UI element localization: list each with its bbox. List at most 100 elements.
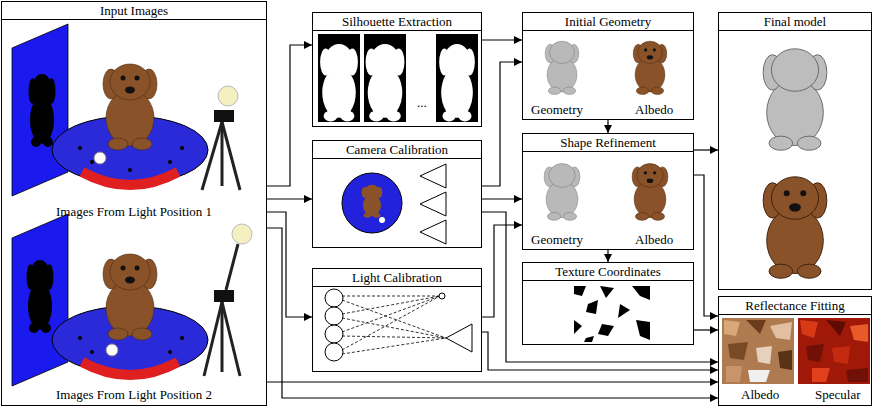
silhouette-images [439, 44, 475, 121]
input-photo-1 [222, 122, 240, 190]
flow-arrow [482, 198, 522, 199]
flow-arrow [482, 225, 522, 317]
panel-header: Light Calibration [313, 269, 481, 287]
flow-arrow [694, 175, 718, 316]
process-box: Camera Calibration [312, 140, 482, 248]
panel-title: Shape Refinement [560, 135, 656, 150]
input-photo-1 [82, 172, 178, 185]
panel-header: Final model [719, 13, 871, 31]
silhouette-images [318, 34, 478, 122]
texture-atlas [586, 300, 598, 314]
flow-arrow [267, 45, 312, 186]
reflectance-maps [728, 342, 748, 360]
light-calibration-figure [342, 338, 446, 354]
final-model-renders [763, 177, 827, 278]
input-photo-2 [27, 260, 54, 333]
input-photo-2 [221, 302, 224, 372]
light-calibration-figure [325, 307, 343, 325]
input-photo-2 [78, 336, 82, 340]
reflectance-maps [812, 368, 830, 382]
final-model-renders [763, 49, 827, 150]
input-photo-1 [221, 122, 224, 186]
input-photo-2 [90, 350, 94, 354]
input-photo-2 [82, 362, 178, 375]
flow-arrow [267, 228, 718, 398]
result-box: Texture Coordinates [522, 262, 694, 345]
panel-label: Albedo [635, 102, 673, 117]
reflectance-maps [722, 318, 794, 384]
result-box: Final model [718, 12, 872, 290]
refined-geometry-renders [544, 164, 668, 221]
camera-calibration-figure [342, 164, 446, 244]
input-photo-1 [121, 76, 140, 94]
light-calibration-figure [325, 325, 343, 343]
light-calibration-figure [342, 296, 440, 350]
input-photo-2 [222, 302, 240, 376]
silhouette-images [364, 34, 406, 122]
panel-title: Input Images [100, 3, 168, 18]
input-photo-2 [12, 214, 68, 386]
light-calibration-figure [446, 324, 472, 352]
flow-arrow [482, 212, 718, 362]
panel-label: Specular [815, 387, 860, 402]
input-photo-2 [214, 290, 234, 302]
input-photo-1 [12, 24, 240, 196]
input-photo-2 [180, 336, 184, 340]
light-calibration-figure [342, 336, 446, 338]
reflectance-maps [846, 368, 868, 382]
texture-atlas [574, 320, 582, 334]
final-model-renders [763, 49, 827, 278]
light-calibration-figure [325, 289, 472, 361]
panel-title: Initial Geometry [565, 14, 651, 29]
panel-header: Reflectance Fitting [719, 297, 871, 315]
panel-header: Input Images [2, 2, 266, 20]
texture-atlas [618, 304, 630, 318]
initial-geometry-renders [633, 41, 666, 94]
texture-atlas [572, 284, 652, 342]
panel-title: Reflectance Fitting [745, 298, 844, 313]
reflectance-maps [746, 320, 766, 334]
refined-geometry-renders [632, 164, 668, 221]
input-photo-1 [128, 168, 132, 172]
panel-title: Final model [764, 14, 826, 29]
panel-label: Albedo [635, 232, 673, 247]
panel-label: Albedo [741, 387, 779, 402]
input-photo-1 [180, 146, 184, 150]
final-model-renders [784, 190, 806, 211]
camera-calibration-figure [420, 220, 446, 244]
light-calibration-figure [342, 296, 446, 354]
initial-geometry-renders [644, 48, 656, 59]
light-calibration-figure [439, 293, 445, 299]
camera-calibration-figure [362, 185, 383, 218]
input-photo-1 [214, 110, 234, 122]
result-box: Shape RefinementGeometryAlbedo [522, 133, 694, 250]
input-photo-1 [90, 160, 94, 164]
panel-title: Texture Coordinates [555, 264, 661, 279]
silhouette-images [436, 34, 478, 122]
input-photo-1 [218, 86, 238, 106]
input-photo-2 [121, 266, 140, 284]
silhouette-images [318, 34, 360, 122]
reflectance-maps [756, 346, 772, 364]
reflectance-maps [832, 346, 850, 364]
reflectance-maps [826, 320, 846, 336]
reflectance-maps [770, 322, 792, 340]
panel-label: Images From Light Position 1 [56, 204, 212, 219]
input-photo-1 [94, 152, 106, 164]
result-box: Initial GeometryGeometryAlbedo [522, 12, 694, 120]
reflectance-maps [724, 320, 740, 336]
texture-atlas [572, 284, 652, 342]
light-calibration-figure [342, 318, 446, 338]
light-calibration-figure [325, 343, 343, 361]
texture-atlas [632, 286, 650, 300]
input-photo-2 [12, 214, 252, 386]
input-photo-2 [168, 350, 172, 354]
input-photo-2 [103, 254, 157, 340]
light-calibration-figure [342, 300, 446, 338]
input-photo-1 [78, 146, 82, 150]
process-box: Light Calibration [312, 268, 482, 372]
initial-geometry-renders [545, 41, 666, 94]
process-box: Silhouette Extraction... [312, 12, 482, 127]
flow-arrow [482, 62, 522, 186]
